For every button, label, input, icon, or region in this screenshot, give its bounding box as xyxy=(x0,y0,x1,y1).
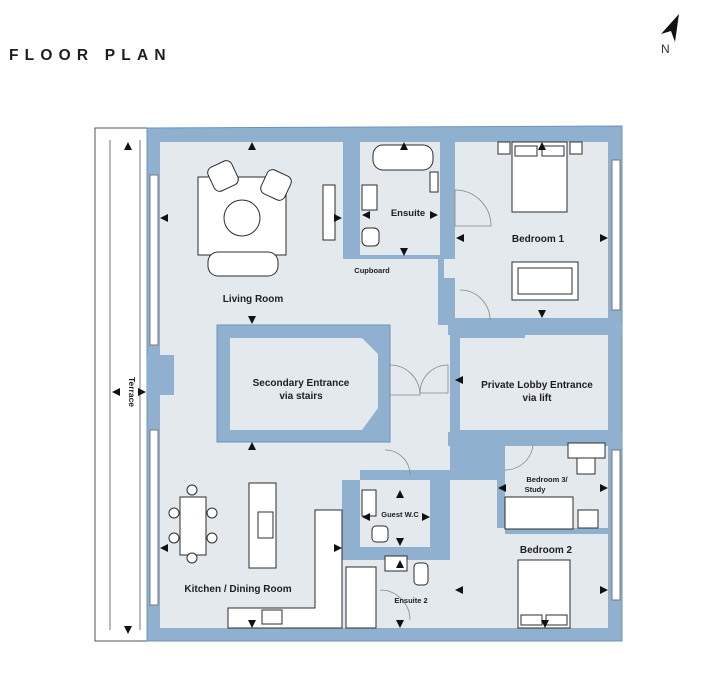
label-secondary-entrance-1: Secondary Entrance xyxy=(253,378,350,389)
left-windows xyxy=(149,159,621,606)
label-bedroom3-2: Study xyxy=(525,485,547,494)
kitchen-furniture xyxy=(168,482,343,629)
label-private-lobby-2: via lift xyxy=(523,393,553,404)
door-swings xyxy=(379,189,534,621)
living-furniture xyxy=(197,160,336,277)
label-kitchen: Kitchen / Dining Room xyxy=(184,584,291,595)
secondary-entrance-core xyxy=(216,324,391,443)
north-arrow-icon xyxy=(661,14,679,42)
label-private-lobby-1: Private Lobby Entrance xyxy=(481,380,593,391)
label-bedroom2: Bedroom 2 xyxy=(520,545,573,556)
label-bedroom3-1: Bedroom 3/ xyxy=(526,475,568,484)
page-title: FLOOR PLAN xyxy=(9,47,172,64)
label-ensuite2: Ensuite 2 xyxy=(394,596,427,605)
label-bedroom1: Bedroom 1 xyxy=(512,234,565,245)
label-secondary-entrance-2: via stairs xyxy=(279,391,323,402)
private-lobby-walls xyxy=(448,325,622,446)
dimension-arrows xyxy=(112,142,608,634)
label-cupboard: Cupboard xyxy=(354,266,390,275)
label-ensuite: Ensuite xyxy=(391,208,425,219)
label-living-room: Living Room xyxy=(223,294,284,305)
ensuite-fixtures xyxy=(361,144,439,247)
label-terrace: Terrace xyxy=(127,377,137,407)
terrace xyxy=(94,127,148,642)
label-guest-wc: Guest W.C xyxy=(381,510,419,519)
bedroom1-furniture xyxy=(497,141,583,301)
wc-fixtures xyxy=(345,489,429,629)
bedroom2-furniture xyxy=(504,442,606,629)
north-label: N xyxy=(661,42,670,56)
